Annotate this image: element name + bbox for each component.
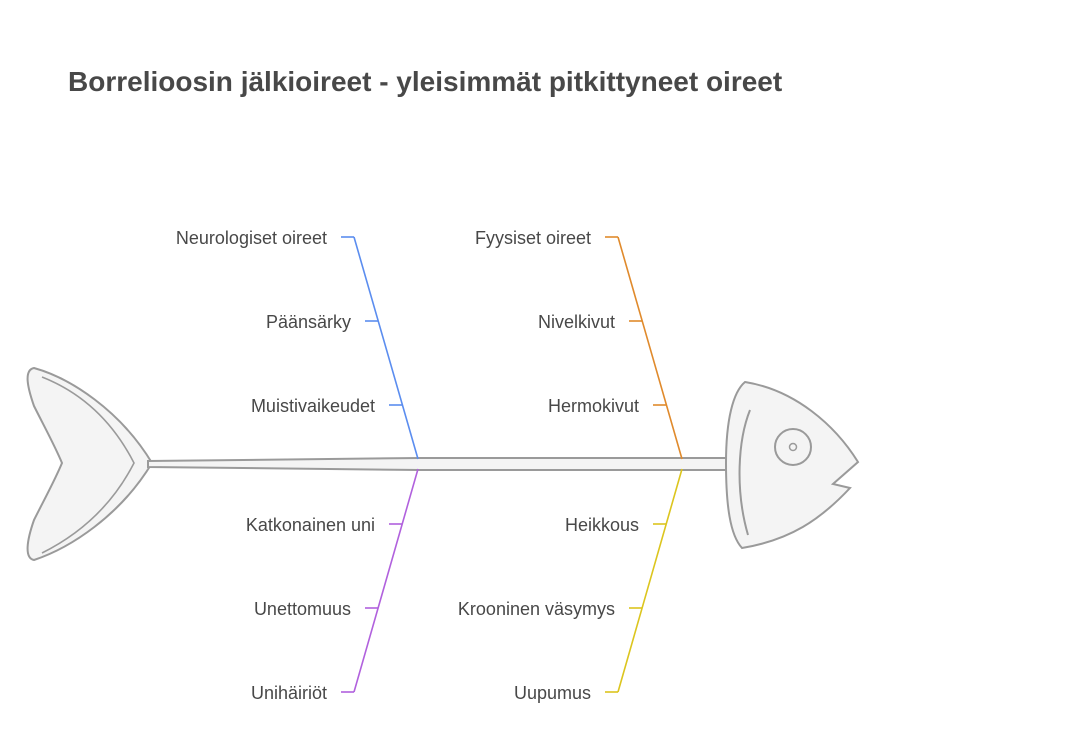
fish-pupil xyxy=(788,442,798,452)
neurological-item: Päänsärky xyxy=(266,312,351,332)
fatigue-item: Uupumus xyxy=(514,683,591,703)
physical-heading: Fyysiset oireet xyxy=(475,228,591,248)
branch-physical: Fyysiset oireet Nivelkivut Hermokivut xyxy=(475,228,683,460)
fish-tail-inner-line xyxy=(41,376,135,554)
fish-gill-line xyxy=(738,409,751,536)
sleep-item: Katkonainen uni xyxy=(246,515,375,535)
branch-neurological: Neurologiset oireet Päänsärky Muistivaik… xyxy=(176,228,419,460)
fish-tail xyxy=(26,366,154,562)
diagram-title: Borrelioosin jälkioireet - yleisimmät pi… xyxy=(68,66,783,97)
fatigue-item: Krooninen väsymys xyxy=(458,599,615,619)
neurological-item: Muistivaikeudet xyxy=(251,396,375,416)
branch-fatigue: Heikkous Krooninen väsymys Uupumus xyxy=(458,468,683,703)
branch-sleep: Katkonainen uni Unettomuus Unihäiriöt xyxy=(246,468,419,703)
sleep-item: Unettomuus xyxy=(254,599,351,619)
sleep-item: Unihäiriöt xyxy=(251,683,327,703)
physical-item: Hermokivut xyxy=(548,396,639,416)
physical-item: Nivelkivut xyxy=(538,312,615,332)
fatigue-item: Heikkous xyxy=(565,515,639,535)
neurological-heading: Neurologiset oireet xyxy=(176,228,327,248)
fish-spine xyxy=(147,457,731,471)
